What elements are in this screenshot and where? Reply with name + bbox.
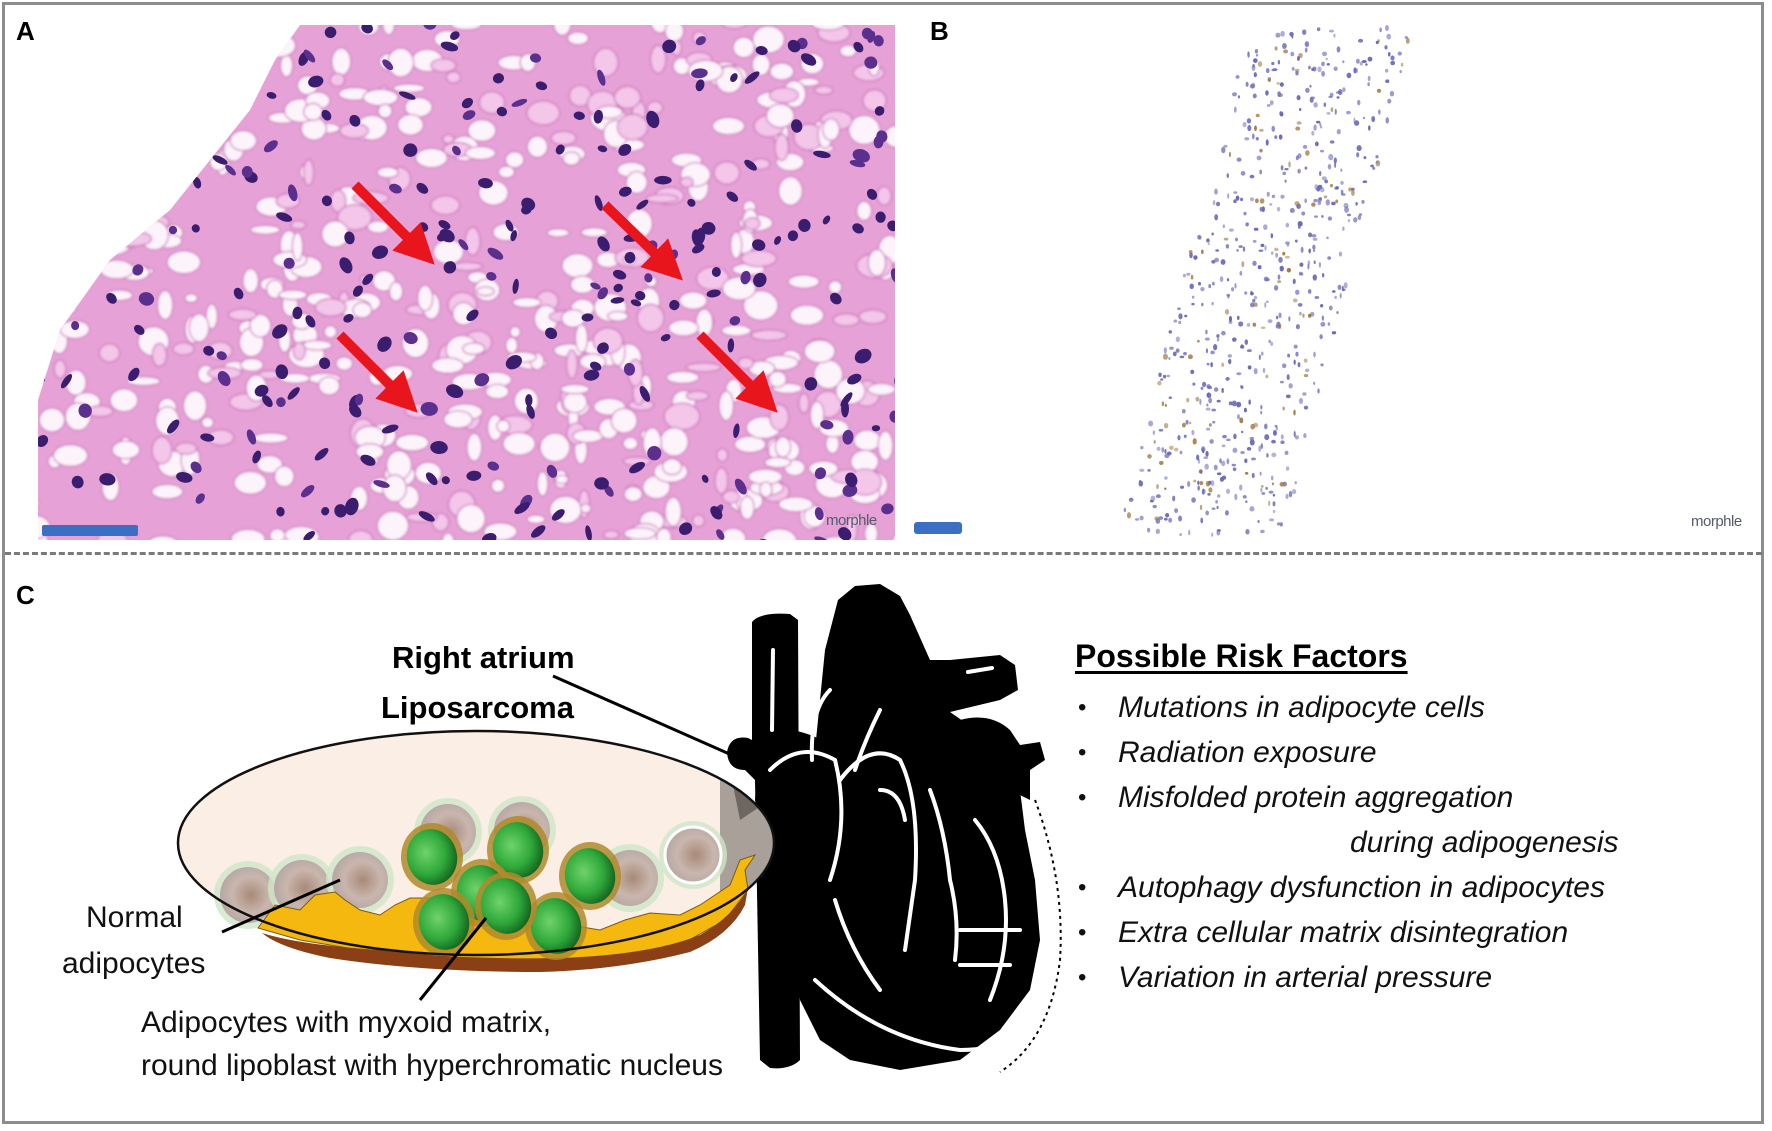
bullet-icon: • <box>1078 784 1087 811</box>
risk-factor-item: •Extra cellular matrix disintegration <box>1075 910 1619 955</box>
panel-a-label: A <box>16 16 35 46</box>
bullet-icon: • <box>1078 919 1087 946</box>
panel-a-scale-bar <box>42 525 138 536</box>
panel-b-label: B <box>930 16 949 46</box>
bullet-icon: • <box>1078 739 1087 766</box>
bullet-icon: • <box>1078 874 1087 901</box>
bullet-icon: • <box>1078 694 1087 721</box>
normal-label: Normal <box>86 901 183 934</box>
red-arrows <box>336 181 778 413</box>
risk-factor-item: •Mutations in adipocyte cells <box>1075 685 1619 730</box>
liposarcoma-label: Liposarcoma <box>381 690 574 725</box>
section-divider <box>5 552 1762 555</box>
adipocytes-label: adipocytes <box>62 947 206 980</box>
myxoid-label-line1: Adipocytes with myxoid matrix, <box>141 1006 552 1039</box>
risk-factor-item: •Variation in arterial pressure <box>1075 955 1619 1000</box>
risk-factor-item: •Radiation exposure <box>1075 730 1619 775</box>
panel-b-scale-bar <box>914 522 962 534</box>
risk-factor-item: •Misfolded protein aggregation <box>1075 775 1619 820</box>
panel-c-label: C <box>16 580 35 610</box>
panel-a-he-micrograph <box>38 25 895 540</box>
bullet-icon: • <box>1078 964 1087 991</box>
risk-factors-title: Possible Risk Factors <box>1075 638 1408 674</box>
risk-factors-list: •Mutations in adipocyte cells •Radiation… <box>1075 685 1619 1000</box>
myxoid-lipoblasts <box>401 816 621 960</box>
right-atrium-label: Right atrium <box>392 640 575 675</box>
panel-b-ihc-micrograph <box>1123 24 1410 537</box>
myxoid-label-line2: round lipoblast with hyperchromatic nucl… <box>141 1049 723 1082</box>
risk-factor-item: •Autophagy dysfunction in adipocytes <box>1075 865 1619 910</box>
panel-a-watermark: morphle <box>826 512 877 529</box>
risk-factor-item-continuation: during adipogenesis <box>1350 826 1619 859</box>
panel-b-watermark: morphle <box>1691 513 1742 530</box>
